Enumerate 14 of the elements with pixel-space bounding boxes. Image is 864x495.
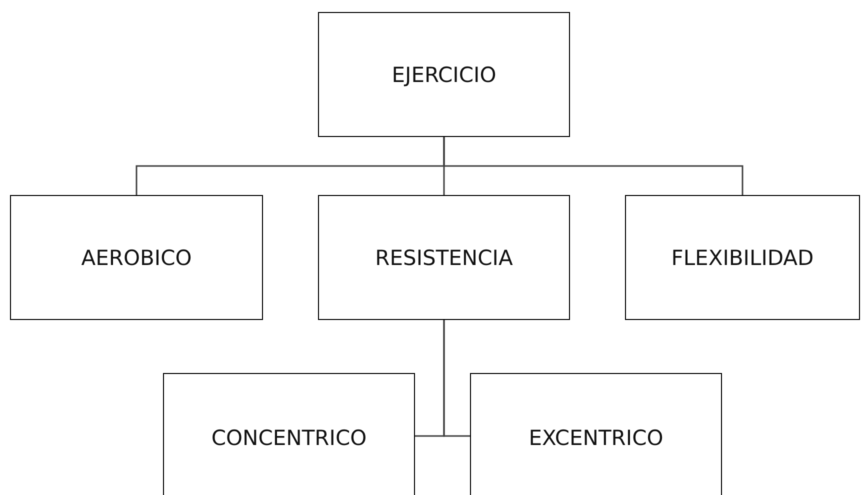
box-label: CONCENTRICO: [211, 426, 367, 450]
category-box: [163, 373, 415, 495]
box-label: RESISTENCIA: [375, 246, 513, 270]
category-box: [318, 195, 570, 320]
category-box: [625, 195, 860, 320]
category-box: [318, 12, 570, 137]
category-box: [10, 195, 263, 320]
connector-line: [443, 320, 470, 437]
box-label: EJERCICIO: [392, 62, 496, 86]
box-label: EXCENTRICO: [528, 426, 664, 450]
box-label: AEROBICO: [81, 246, 192, 270]
connector-line: [443, 137, 744, 195]
box-label: FLEXIBILIDAD: [671, 246, 814, 270]
category-box: [470, 373, 722, 495]
